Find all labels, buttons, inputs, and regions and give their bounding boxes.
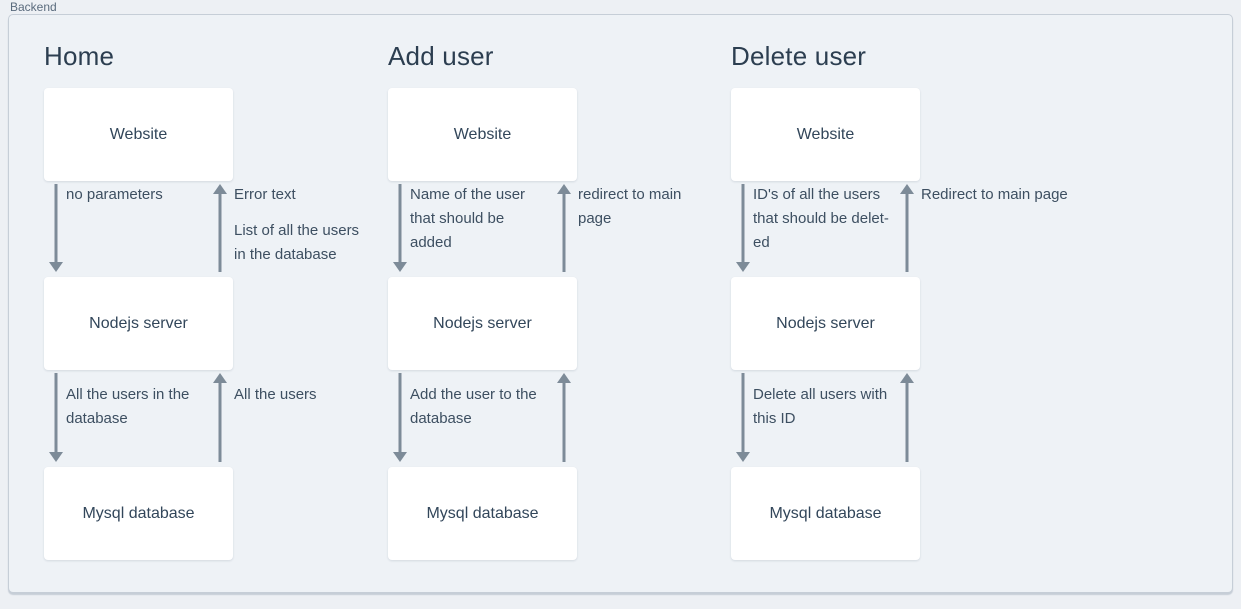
node-mysql-database[interactable]: Mysql database [44, 467, 233, 560]
arrow-up-icon[interactable] [557, 184, 571, 272]
node-nodejs-server[interactable]: Nodejs server [731, 277, 920, 370]
node-nodejs-server[interactable]: Nodejs server [44, 277, 233, 370]
arrow-shaft [218, 193, 222, 272]
edge-group-website-nodejs: ID's of all the users that should be del… [731, 181, 1101, 277]
arrow-shaft [398, 373, 402, 453]
arrow-shaft [218, 382, 222, 462]
arrow-head [736, 452, 750, 462]
arrow-down-icon[interactable] [736, 184, 750, 272]
arrow-head [213, 373, 227, 383]
edge-label-response: Error text [234, 186, 296, 203]
flow-column-home: Home Website no parameters Error text Li… [44, 15, 414, 575]
edge-label-response: Redirect to main page [921, 186, 1068, 203]
arrow-down-icon[interactable] [49, 373, 63, 462]
arrow-head [557, 184, 571, 194]
edge-group-nodejs-mysql: Delete all users with this ID [731, 370, 1101, 467]
arrow-head [557, 373, 571, 383]
column-title: Add user [388, 41, 494, 71]
node-website[interactable]: Website [731, 88, 920, 181]
arrow-shaft [741, 184, 745, 263]
arrow-down-icon[interactable] [736, 373, 750, 462]
arrow-down-icon[interactable] [393, 184, 407, 272]
node-website[interactable]: Website [44, 88, 233, 181]
arrow-down-icon[interactable] [393, 373, 407, 462]
arrow-up-icon[interactable] [213, 373, 227, 462]
arrow-head [393, 262, 407, 272]
arrow-head [900, 184, 914, 194]
edge-group-website-nodejs: no parameters Error text List of all the… [44, 181, 414, 277]
arrow-head [49, 452, 63, 462]
arrow-down-icon[interactable] [49, 184, 63, 272]
arrow-shaft [54, 373, 58, 453]
arrow-head [736, 262, 750, 272]
edge-group-nodejs-mysql: All the users in the database All the us… [44, 370, 414, 467]
node-mysql-database[interactable]: Mysql database [731, 467, 920, 560]
node-mysql-database[interactable]: Mysql database [388, 467, 577, 560]
arrow-shaft [741, 373, 745, 453]
edge-group-website-nodejs: Name of the user that should be added re… [388, 181, 758, 277]
edge-label-response: All the users [234, 386, 317, 403]
column-title: Home [44, 41, 115, 71]
node-nodejs-server[interactable]: Nodejs server [388, 277, 577, 370]
arrow-head [213, 184, 227, 194]
arrow-shaft [905, 193, 909, 272]
arrow-head [49, 262, 63, 272]
edge-label-request: Delete all users with this ID [753, 386, 888, 427]
arrow-up-icon[interactable] [557, 373, 571, 462]
edge-label-request: ID's of all the users that should be del… [753, 186, 889, 251]
arrow-up-icon[interactable] [213, 184, 227, 272]
diagram-canvas: Home Website no parameters Error text Li… [8, 14, 1233, 593]
flow-column-delete-user: Delete user Website ID's of all the user… [731, 15, 1101, 575]
edge-label-response-2: List of all the users in the database [234, 222, 360, 263]
edge-label-request: no parameters [66, 186, 163, 203]
arrow-shaft [562, 193, 566, 272]
arrow-shaft [905, 382, 909, 462]
edge-label-request: Name of the user that should be added [410, 186, 526, 251]
edge-label-request: Add the user to the database [410, 386, 537, 427]
edge-group-nodejs-mysql: Add the user to the database [388, 370, 758, 467]
arrow-head [900, 373, 914, 383]
arrow-shaft [398, 184, 402, 263]
column-title: Delete user [731, 41, 867, 71]
arrow-head [393, 452, 407, 462]
arrow-shaft [54, 184, 58, 263]
diagram-title: Backend [10, 0, 57, 14]
arrow-up-icon[interactable] [900, 373, 914, 462]
arrow-up-icon[interactable] [900, 184, 914, 272]
arrow-shaft [562, 382, 566, 462]
edge-label-request: All the users in the database [66, 386, 190, 427]
flow-column-add-user: Add user Website Name of the user that s… [388, 15, 758, 575]
edge-label-response: redirect to main page [578, 186, 682, 227]
node-website[interactable]: Website [388, 88, 577, 181]
